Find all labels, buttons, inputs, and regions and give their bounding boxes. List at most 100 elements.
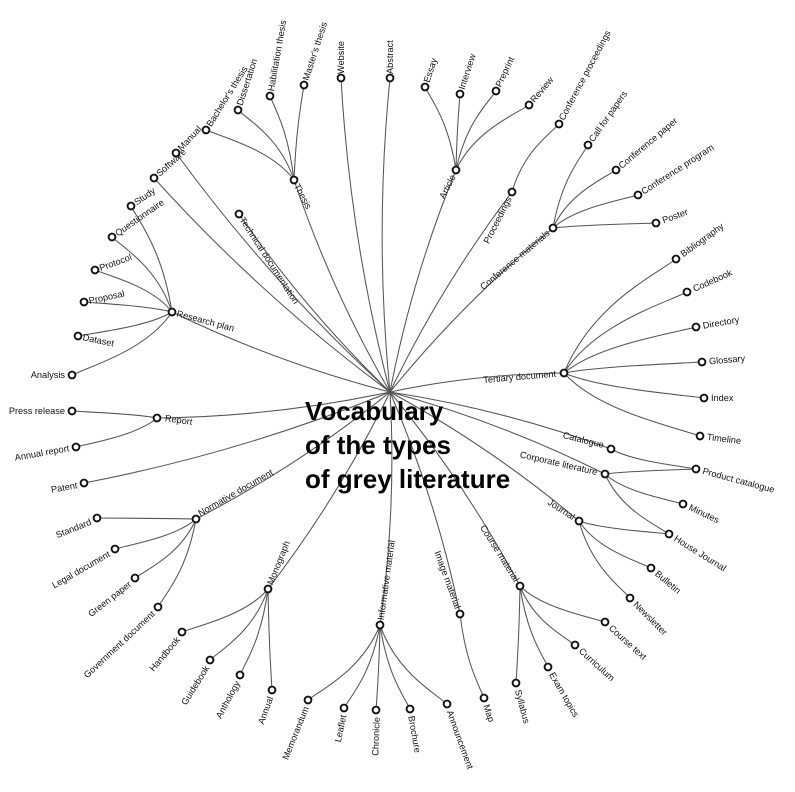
edge-informative-material [379,391,393,626]
label-call-for-papers: Call for papers [587,89,630,144]
label-directory: Directory [702,314,740,330]
label-timeline: Timeline [706,432,741,446]
node-software [149,173,159,183]
edge-abstract [381,77,391,393]
node-analysis [67,370,77,380]
node-minutes [678,499,688,509]
label-chronicle: Chronicle [370,717,381,756]
label-course-text: Course text [607,623,649,662]
node-map [479,693,489,703]
label-dataset: Dataset [82,332,115,348]
node-website [336,73,346,83]
edge-chronicle [375,624,381,711]
label-tertiary-document: Tertiary document [483,369,557,385]
label-proceedings: Proceedings [482,195,514,245]
edge-minutes [604,473,684,505]
node-masters-thesis [299,80,309,90]
label-preprint: Preprint [494,55,517,89]
edge-newsletter [578,520,631,599]
edge-index [563,372,705,399]
node-conference-proceedings [554,119,564,129]
edge-manual [175,152,391,393]
node-announcement [442,699,452,709]
label-catalogue: Catalogue [562,430,605,450]
label-thesis: Thesis [292,182,314,211]
edge-habilitation-thesis [269,95,295,181]
edge-bachelors-thesis [205,129,295,181]
node-glossary [697,357,707,367]
node-catalogue [606,444,616,454]
node-call-for-papers [583,140,593,150]
edge-glossary [563,361,703,374]
edge-monograph [267,391,391,590]
node-poster [651,218,661,228]
node-annual-report [71,442,81,452]
node-image-material [455,609,465,619]
edge-call-for-papers [552,144,589,229]
label-research-plan: Research plan [176,308,236,333]
node-chronicle [371,705,381,715]
node-legal-document [110,544,120,554]
node-guidebook [205,655,215,665]
node-corporate-literature [600,469,610,479]
label-normative-document: Normative document [196,467,275,518]
label-conference-proceedings: Conference proceedings [557,28,613,121]
node-conference-program [633,190,643,200]
edge-essay [424,86,457,171]
edge-thesis [293,179,391,393]
label-government-document: Government document [82,609,157,680]
label-abstract: Abstract [385,40,395,74]
node-thesis [289,175,299,185]
label-newsletter: Newsletter [631,599,669,637]
node-questionnaire [107,232,117,242]
label-leaflet: Leaflet [333,714,349,743]
node-report [152,413,162,423]
node-study [126,201,136,211]
node-research-plan [167,307,177,317]
label-handbook: Handbook [148,634,183,673]
node-informative-material [375,620,385,630]
label-masters-thesis: Master's thesis [301,20,329,81]
node-timeline [695,431,705,441]
label-legal-document: Legal document [50,549,112,591]
label-analysis: Analysis [31,370,66,380]
edge-normative-document [195,391,391,520]
edge-report [156,391,391,419]
edge-annual [267,588,273,691]
label-glossary: Glossary [709,353,746,366]
edge-journal [389,391,580,522]
edge-conference-proceedings [511,123,560,193]
label-announcement: Announcement [445,709,476,771]
edge-course-text [519,585,606,623]
edge-syllabus [515,585,521,684]
label-product-catalogue: Product catalogue [701,466,775,495]
label-article: Article [437,173,458,200]
label-conference-program: Conference program [639,142,715,196]
label-patent: Patent [50,480,78,495]
edge-annual-report [75,417,158,448]
node-memorandum [303,695,313,705]
label-interview: Interview [457,52,478,90]
node-normative-document [191,514,201,524]
edge-codebook [563,291,688,374]
label-corporate-literature: Corporate literature [519,450,598,478]
edge-conference-program [552,194,639,229]
edge-catalogue-to-product-catalogue [610,448,697,470]
node-patent [79,478,89,488]
label-minutes: Minutes [687,502,721,525]
edge-legal-document [114,518,197,550]
node-product-catalogue [691,464,701,474]
edge-poster [552,222,657,229]
label-annual-report: Annual report [14,443,70,463]
edge-study [130,205,173,313]
label-memorandum: Memorandum [280,705,311,762]
node-proposal [79,297,89,307]
node-bulletin [646,563,656,573]
node-proceedings [507,187,517,197]
node-codebook [682,287,692,297]
label-brochure: Brochure [406,715,422,753]
label-bibliography: Bibliography [679,221,726,259]
node-habilitation-thesis [265,91,275,101]
edge-standard [96,517,197,520]
